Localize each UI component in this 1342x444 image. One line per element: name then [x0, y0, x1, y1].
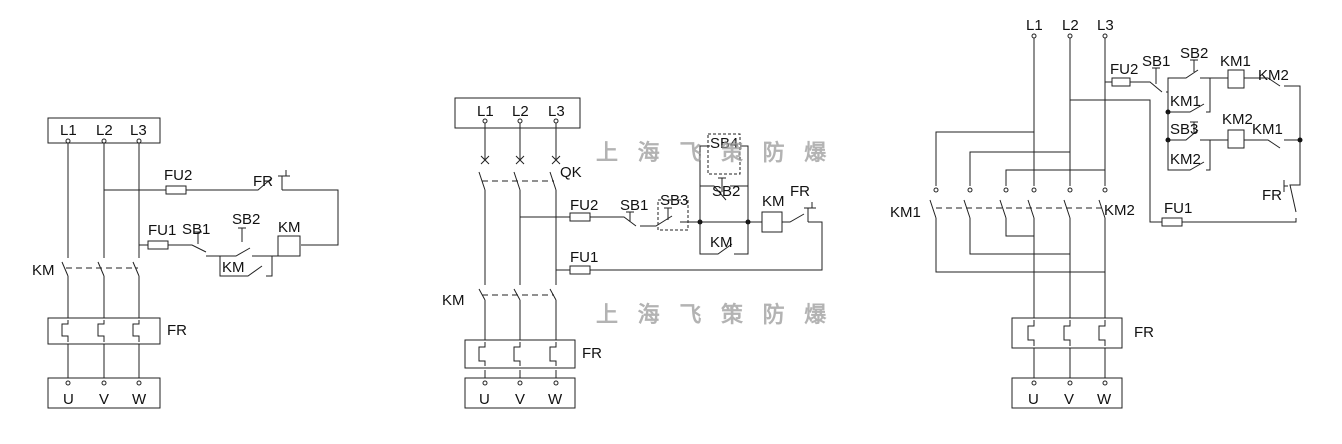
sb1-label: SB1 — [620, 197, 648, 214]
km2-coil — [1227, 129, 1245, 149]
sb3-label: SB3 — [660, 192, 688, 209]
km-main-contacts — [61, 261, 140, 277]
sb3-box — [657, 199, 689, 231]
km1-coil — [1227, 69, 1245, 89]
output-label-u: U — [479, 391, 490, 408]
sb1-label: SB1 — [1142, 53, 1170, 70]
fr-contact-label: FR — [790, 183, 810, 200]
fr-label: FR — [167, 322, 187, 339]
km1-aux-label: KM1 — [1170, 93, 1201, 110]
sb2-label: SB2 — [232, 211, 260, 228]
sb4-box — [707, 133, 741, 175]
sb3-label: SB3 — [1170, 121, 1198, 138]
fr-thermal-block — [1011, 317, 1123, 349]
fu1-fuse — [1161, 217, 1183, 227]
watermark-top: 上 海 飞 策 防 爆 — [596, 140, 832, 166]
km2-main-label: KM2 — [1104, 202, 1135, 219]
fu2-fuse — [165, 185, 187, 195]
phase-label-l3: L3 — [1097, 17, 1114, 34]
output-label-v: V — [515, 391, 525, 408]
qk-switch — [478, 155, 561, 191]
km2-coil-label: KM2 — [1222, 111, 1253, 128]
phase-label-l3: L3 — [548, 103, 565, 120]
phase-label-l2: L2 — [512, 103, 529, 120]
output-label-w: W — [132, 391, 147, 408]
sb4-label: SB4 — [710, 135, 738, 152]
fr-label: FR — [582, 345, 602, 362]
diagram-1: L1 L2 L3 KM FR U V W FU2 FR FU1 SB1 S — [32, 117, 339, 409]
fu2-label: FU2 — [164, 167, 192, 184]
output-label-u: U — [63, 391, 74, 408]
phase-label-l1: L1 — [60, 122, 77, 139]
km-aux-label: KM — [222, 259, 245, 276]
km-coil-label: KM — [278, 219, 301, 236]
km-coil — [277, 235, 301, 257]
fr-contact-label: FR — [1262, 187, 1282, 204]
km-coil — [761, 211, 783, 233]
km-main-label: KM — [442, 292, 465, 309]
phase-label-l2: L2 — [1062, 17, 1079, 34]
phase-label-l1: L1 — [1026, 17, 1043, 34]
fu2-fuse — [569, 212, 591, 222]
km1-inter-label: KM1 — [1252, 121, 1283, 138]
output-label-w: W — [1097, 391, 1112, 408]
km-main-label: KM — [32, 262, 55, 279]
fu1-label: FU1 — [1164, 200, 1192, 217]
fu1-label: FU1 — [148, 222, 176, 239]
fu2-fuse — [1111, 77, 1131, 87]
sb2-label: SB2 — [712, 183, 740, 200]
fu1-fuse — [147, 240, 169, 250]
watermark-bottom: 上 海 飞 策 防 爆 — [596, 302, 832, 328]
km2-aux-label: KM2 — [1170, 151, 1201, 168]
sb1-label: SB1 — [182, 221, 210, 238]
output-label-v: V — [99, 391, 109, 408]
sb2-label: SB2 — [1180, 45, 1208, 62]
output-label-v: V — [1064, 391, 1074, 408]
fu1-fuse — [569, 265, 591, 275]
fu2-label: FU2 — [570, 197, 598, 214]
phase-label-l1: L1 — [477, 103, 494, 120]
output-label-w: W — [548, 391, 563, 408]
output-label-u: U — [1028, 391, 1039, 408]
fu2-label: FU2 — [1110, 61, 1138, 78]
phase-label-l2: L2 — [96, 122, 113, 139]
diagram-3: L1 L2 L3 KM1 KM2 FR U V W FU2 SB1 SB2 KM… — [890, 17, 1303, 409]
fr-contact-label: FR — [253, 173, 273, 190]
km2-inter-label: KM2 — [1258, 67, 1289, 84]
qk-label: QK — [560, 164, 582, 181]
km1-coil-label: KM1 — [1220, 53, 1251, 70]
fr-label: FR — [1134, 324, 1154, 341]
km-aux-label: KM — [710, 234, 733, 251]
diagram-2: L1 L2 L3 QK KM FR U V W FU2 SB1 SB3 — [442, 97, 823, 409]
fu1-label: FU1 — [570, 249, 598, 266]
km-coil-label: KM — [762, 193, 785, 210]
phase-label-l3: L3 — [130, 122, 147, 139]
km1-main-label: KM1 — [890, 204, 921, 221]
power-terminal-block — [454, 97, 581, 129]
